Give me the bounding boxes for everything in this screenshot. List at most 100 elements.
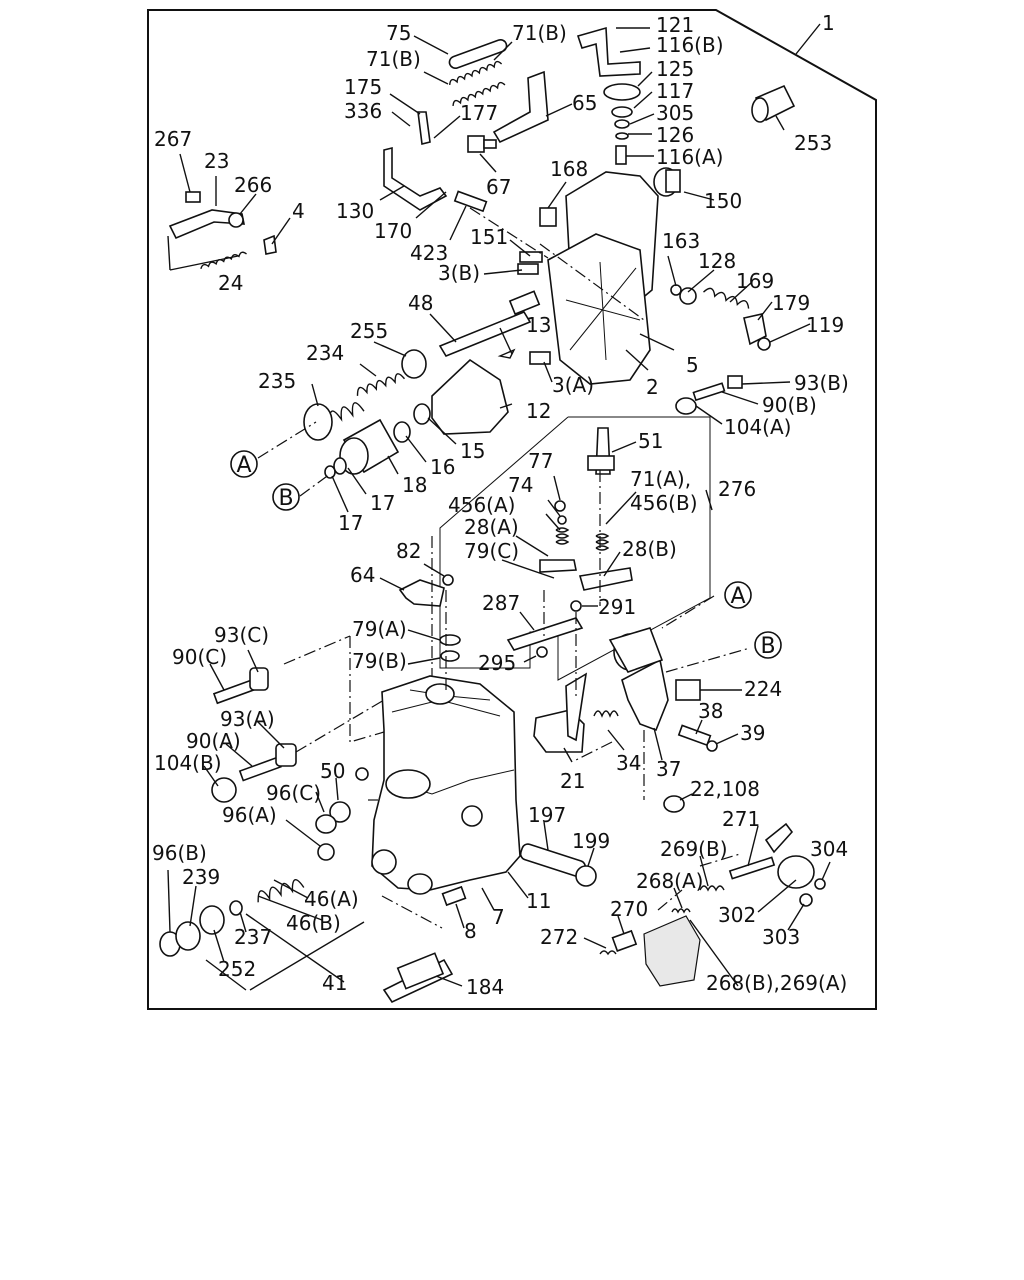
washer-125	[603, 83, 641, 101]
part-label: 116(A)	[656, 145, 723, 169]
lever-271	[764, 822, 794, 854]
dash-lines	[257, 207, 751, 929]
part-label: 23	[204, 149, 229, 173]
part-label: 302	[718, 903, 756, 927]
part-label: 39	[740, 721, 765, 745]
washer-163	[670, 284, 682, 296]
part-label: 90(C)	[172, 645, 227, 669]
part-label: 21	[560, 769, 585, 793]
bracket-130	[383, 146, 448, 211]
washer-305	[614, 119, 630, 129]
part-label: 269(B)	[660, 837, 728, 861]
part-label: 168	[550, 157, 588, 181]
part-label: 90(A)	[186, 729, 241, 753]
spring-24	[200, 251, 247, 270]
part-label: 7	[492, 905, 505, 929]
part-label: 22,108	[690, 777, 760, 801]
nut-119	[757, 337, 771, 351]
bolt-151	[519, 251, 543, 263]
sleeve-253	[751, 84, 796, 123]
part-label: 51	[638, 429, 663, 453]
part-label: 74	[508, 473, 533, 497]
washer-237	[229, 900, 243, 916]
part-label: 38	[698, 699, 723, 723]
sleeve-22-108	[663, 795, 685, 813]
part-label: 79(B)	[352, 649, 407, 673]
callout-b-left: B	[272, 483, 300, 511]
nut-39	[706, 740, 718, 752]
part-label: 75	[386, 21, 411, 45]
part-label: 119	[806, 313, 844, 337]
part-label: 12	[526, 399, 551, 423]
bracket-179	[743, 313, 767, 346]
part-label: 96(C)	[266, 781, 321, 805]
spring-169	[703, 287, 750, 309]
bolt-8	[441, 885, 467, 907]
spring-34	[593, 710, 619, 718]
plug-239	[175, 921, 201, 951]
part-label: 303	[762, 925, 800, 949]
part-label: 4	[292, 199, 305, 223]
part-label: 268(B),269(A)	[706, 971, 847, 995]
bolt-90b	[692, 382, 726, 402]
part-label: 93(C)	[214, 623, 269, 647]
pump-housing	[371, 675, 521, 891]
part-label: 2	[646, 375, 659, 399]
nut-266	[228, 212, 244, 228]
part-label: 267	[154, 127, 192, 151]
spring-456a	[555, 527, 570, 545]
bolt-3b	[517, 263, 539, 275]
part-label: 199	[572, 829, 610, 853]
ring-96a	[317, 843, 335, 861]
screw-272	[599, 950, 617, 956]
svg-text:A: A	[730, 584, 745, 609]
arm-175	[417, 111, 431, 145]
part-label: 268(A)	[636, 869, 703, 893]
part-label: 34	[616, 751, 641, 775]
washer-17a	[333, 457, 347, 475]
part-label: 305	[656, 101, 694, 125]
spring-269b	[699, 885, 725, 892]
part-label: 17	[370, 491, 395, 515]
part-label: 37	[656, 757, 681, 781]
part-label: 179	[772, 291, 810, 315]
shaft-423	[453, 190, 488, 213]
part-labels: 1 75 71(B) 71(B) 121 116(B) 125 117 305 …	[152, 11, 849, 999]
part-label: 77	[528, 449, 553, 473]
pin-116a	[615, 145, 627, 165]
plug-104b	[211, 777, 237, 803]
spring-46	[257, 879, 305, 903]
sleeve-270	[611, 929, 638, 952]
pin-75	[448, 38, 508, 70]
ball-199	[575, 865, 597, 887]
part-label: 170	[374, 219, 412, 243]
lever-28b	[578, 567, 633, 591]
bolt-67	[467, 135, 497, 153]
part-label: 237	[234, 925, 272, 949]
part-label: 239	[182, 865, 220, 889]
shaft-48	[438, 311, 532, 357]
part-label: 272	[540, 925, 578, 949]
part-label: 456(A)	[448, 493, 515, 517]
part-label: 125	[656, 57, 694, 81]
seal-50	[329, 801, 351, 823]
clip-4	[263, 234, 277, 255]
part-label: 79(C)	[464, 539, 519, 563]
part-label: 423	[410, 241, 448, 265]
lever-65	[492, 70, 549, 144]
part-label: 71(B)	[512, 21, 567, 45]
lever-64	[398, 579, 445, 607]
part-label: 291	[598, 595, 636, 619]
part-label: 255	[350, 319, 388, 343]
plate-116b	[576, 26, 641, 77]
pin-38	[677, 724, 712, 747]
part-label: 336	[344, 99, 382, 123]
washer-74	[557, 515, 567, 525]
part-label: 90(B)	[762, 393, 817, 417]
part-label: 116(B)	[656, 33, 724, 57]
callout-a-right: A	[724, 581, 752, 609]
part-label: 48	[408, 291, 433, 315]
part-label: 17	[338, 511, 363, 535]
part-label: 177	[460, 101, 498, 125]
leader-lines	[167, 23, 831, 991]
